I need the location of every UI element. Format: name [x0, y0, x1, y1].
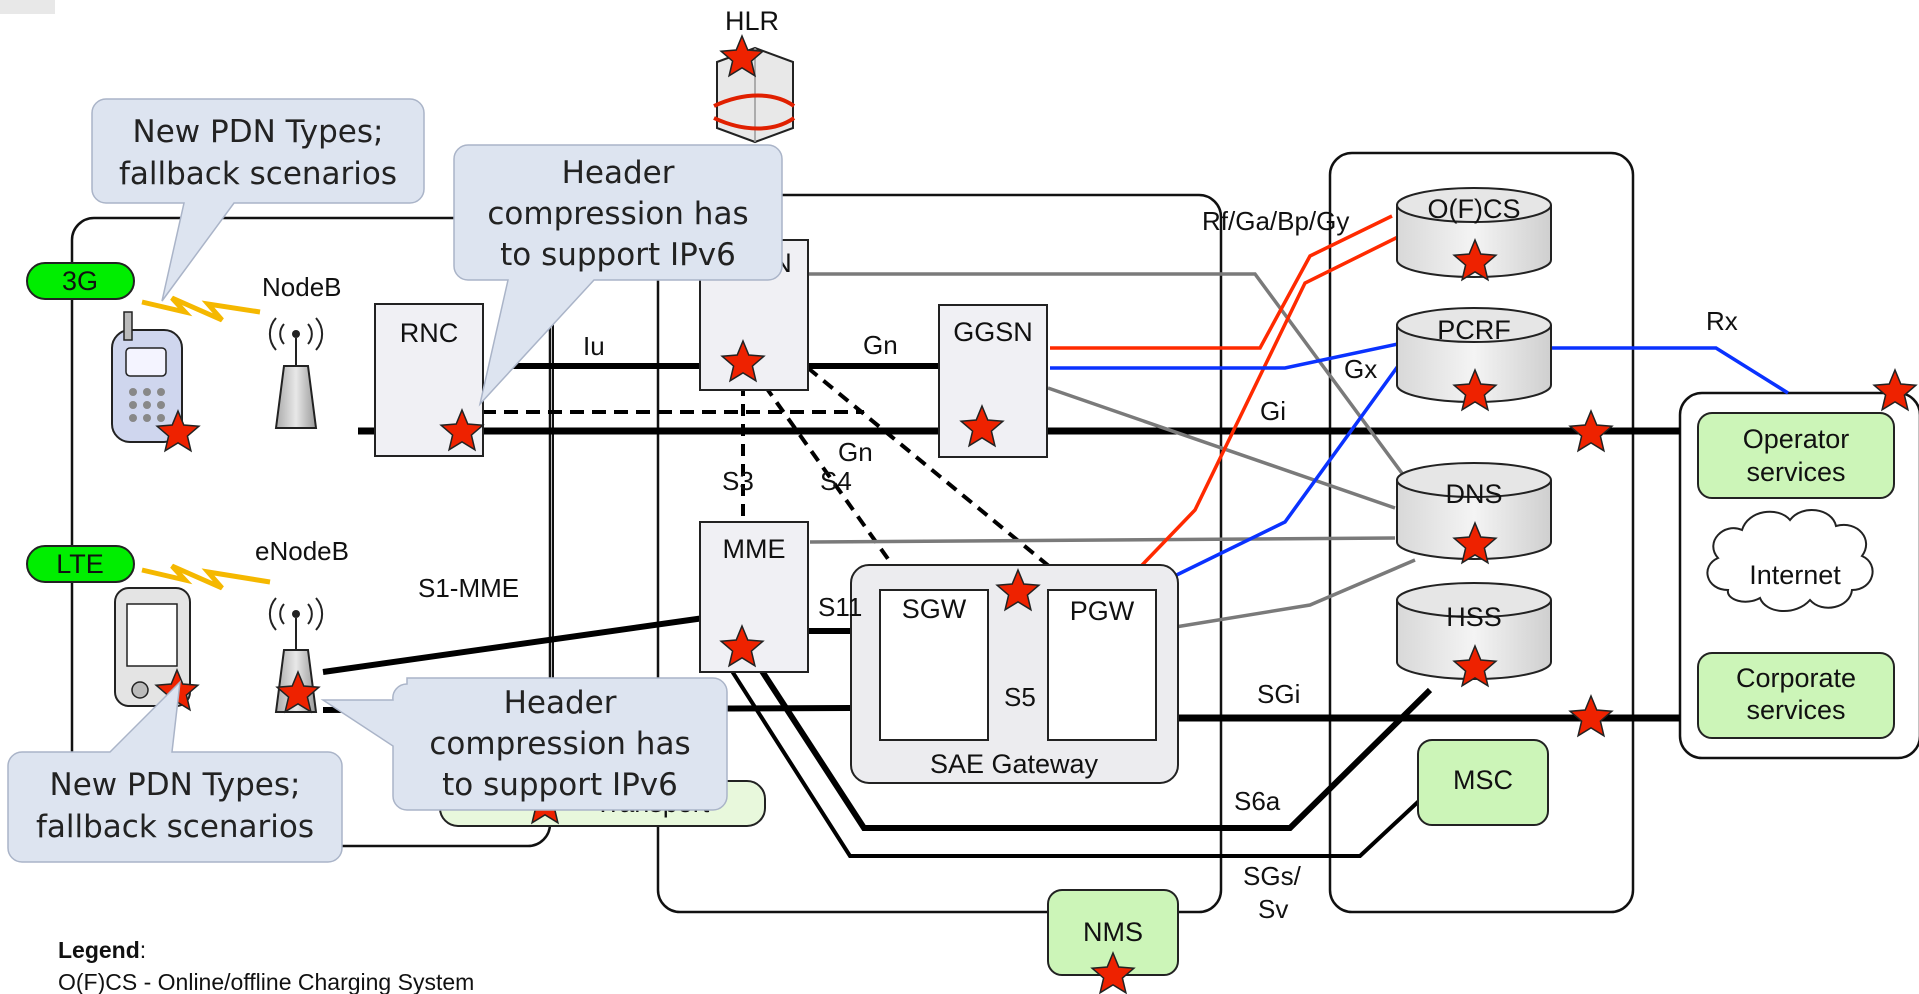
nodeb-label: NodeB [262, 272, 342, 302]
red-star-icon [1090, 951, 1136, 994]
callout-hc-top-line1: Header [562, 155, 675, 191]
callout-pdn-top-line1: New PDN Types; [133, 114, 384, 150]
legend-title: Legend: [58, 937, 146, 963]
red-star-icon [959, 404, 1005, 448]
nms-label: NMS [1083, 917, 1143, 947]
lightning-icon-3g [141, 295, 261, 323]
s5-label: S5 [1004, 682, 1036, 712]
s4-label: S4 [820, 466, 852, 496]
badge-lte-label: LTE [56, 549, 104, 579]
red-star-icon [439, 408, 485, 452]
callout-pdn-bottom-line1: New PDN Types; [50, 767, 301, 803]
sgw-box[interactable] [879, 589, 989, 741]
callout-hc-bottom-line2: compression has [429, 726, 690, 762]
sgs-label-1: SGs/ [1243, 861, 1302, 891]
stars [154, 34, 1918, 994]
ggsn-label: GGSN [953, 317, 1033, 347]
s1-mme-label: S1-MME [418, 573, 519, 603]
red-star-icon [1452, 238, 1498, 282]
dns-cylinder[interactable]: DNS [1396, 462, 1552, 560]
operator-services-box[interactable] [1697, 412, 1895, 499]
operator-services-label-1: Operator [1743, 424, 1850, 454]
gx-label: Gx [1344, 354, 1377, 384]
gn-top-label: Gn [863, 330, 898, 360]
red-star-icon [1872, 368, 1918, 412]
ofcs-label: O(F)CS [1428, 194, 1521, 224]
interface-labels: Iu Gn Gn S3 S4 S1-MME S11 S5 Rf/Ga/Bp/Gy… [418, 206, 1738, 924]
pcrf-cylinder[interactable]: PCRF [1396, 307, 1552, 403]
dns-label: DNS [1445, 479, 1502, 509]
badge-3g [26, 262, 135, 300]
gi-label: Gi [1260, 396, 1286, 426]
red-star-icon [155, 409, 201, 453]
red-star-icon [719, 34, 765, 78]
rf-label: Rf/Ga/Bp/Gy [1202, 206, 1349, 236]
internet-cloud[interactable]: Internet [1706, 508, 1874, 613]
ggsn-box[interactable] [938, 304, 1048, 458]
red-star-icon [1452, 368, 1498, 412]
external-region [1678, 391, 1919, 760]
sae-gateway-label: SAE Gateway [930, 749, 1099, 779]
callout-hc-bottom: Header compression has to support IPv6 [320, 677, 728, 811]
nodeb-antenna-icon[interactable] [268, 317, 324, 429]
red-star-icon [720, 339, 766, 383]
red-star-icon [1452, 521, 1498, 565]
hss-cylinder[interactable]: HSS [1396, 582, 1552, 680]
callout-hc-top: Header compression has to support IPv6 [453, 144, 783, 407]
pgw-label: PGW [1070, 596, 1135, 626]
red-star-icon [1452, 644, 1498, 688]
rnc-label: RNC [400, 318, 459, 348]
mme-label: MME [723, 534, 786, 564]
callout-hc-top-line2: compression has [487, 196, 748, 232]
corporate-services-box[interactable] [1697, 652, 1895, 739]
phone-lte-icon[interactable] [114, 587, 191, 707]
red-star-icon [995, 568, 1041, 612]
callout-pdn-bottom: New PDN Types; fallback scenarios [7, 679, 343, 863]
s3-label: S3 [722, 466, 754, 496]
phone-3g-icon[interactable] [111, 311, 183, 443]
gn-lower-label: Gn [838, 437, 873, 467]
legend-colon: : [140, 937, 146, 963]
msc-box[interactable] [1417, 739, 1549, 826]
services-region [1328, 151, 1635, 914]
sgi-label: SGi [1257, 679, 1300, 709]
callout-hc-bottom-line1: Header [504, 685, 617, 721]
callout-pdn-top: New PDN Types; fallback scenarios [91, 98, 425, 302]
legend-line1: O(F)CS - Online/offline Charging System [58, 969, 474, 994]
callout-pdn-bottom-line2: fallback scenarios [36, 809, 314, 845]
callout-hc-bottom-line3: to support IPv6 [442, 767, 678, 803]
hlr-server-icon[interactable] [713, 46, 796, 144]
s11-label: S11 [818, 592, 862, 622]
pgw-box[interactable] [1047, 589, 1157, 741]
badge-lte [26, 545, 135, 583]
enodeb-label: eNodeB [255, 536, 349, 566]
corner-marker [0, 0, 55, 14]
legend-title-bold: Legend [58, 937, 140, 963]
callout-pdn-top-line2: fallback scenarios [119, 156, 397, 192]
corporate-services-label-1: Corporate [1736, 663, 1856, 693]
hss-label: HSS [1446, 602, 1502, 632]
rx-label: Rx [1706, 306, 1738, 336]
sgw-label: SGW [902, 594, 967, 624]
pcrf-label: PCRF [1437, 315, 1511, 345]
red-star-icon [1568, 694, 1614, 738]
msc-label: MSC [1453, 765, 1513, 795]
badge-3g-label: 3G [62, 266, 98, 296]
internet-label: Internet [1749, 560, 1841, 590]
s6a-label: S6a [1234, 786, 1281, 816]
red-star-icon [275, 670, 321, 714]
corporate-services-label-2: services [1746, 695, 1845, 725]
sgs-label-2: Sv [1258, 894, 1288, 924]
red-star-icon [1568, 409, 1614, 453]
callout-hc-top-line3: to support IPv6 [500, 237, 736, 273]
red-star-icon [719, 624, 765, 668]
iu-label: Iu [583, 331, 605, 361]
lightning-icon-lte [141, 563, 271, 591]
hlr-label: HLR [725, 6, 779, 36]
operator-services-label-2: services [1746, 457, 1845, 487]
